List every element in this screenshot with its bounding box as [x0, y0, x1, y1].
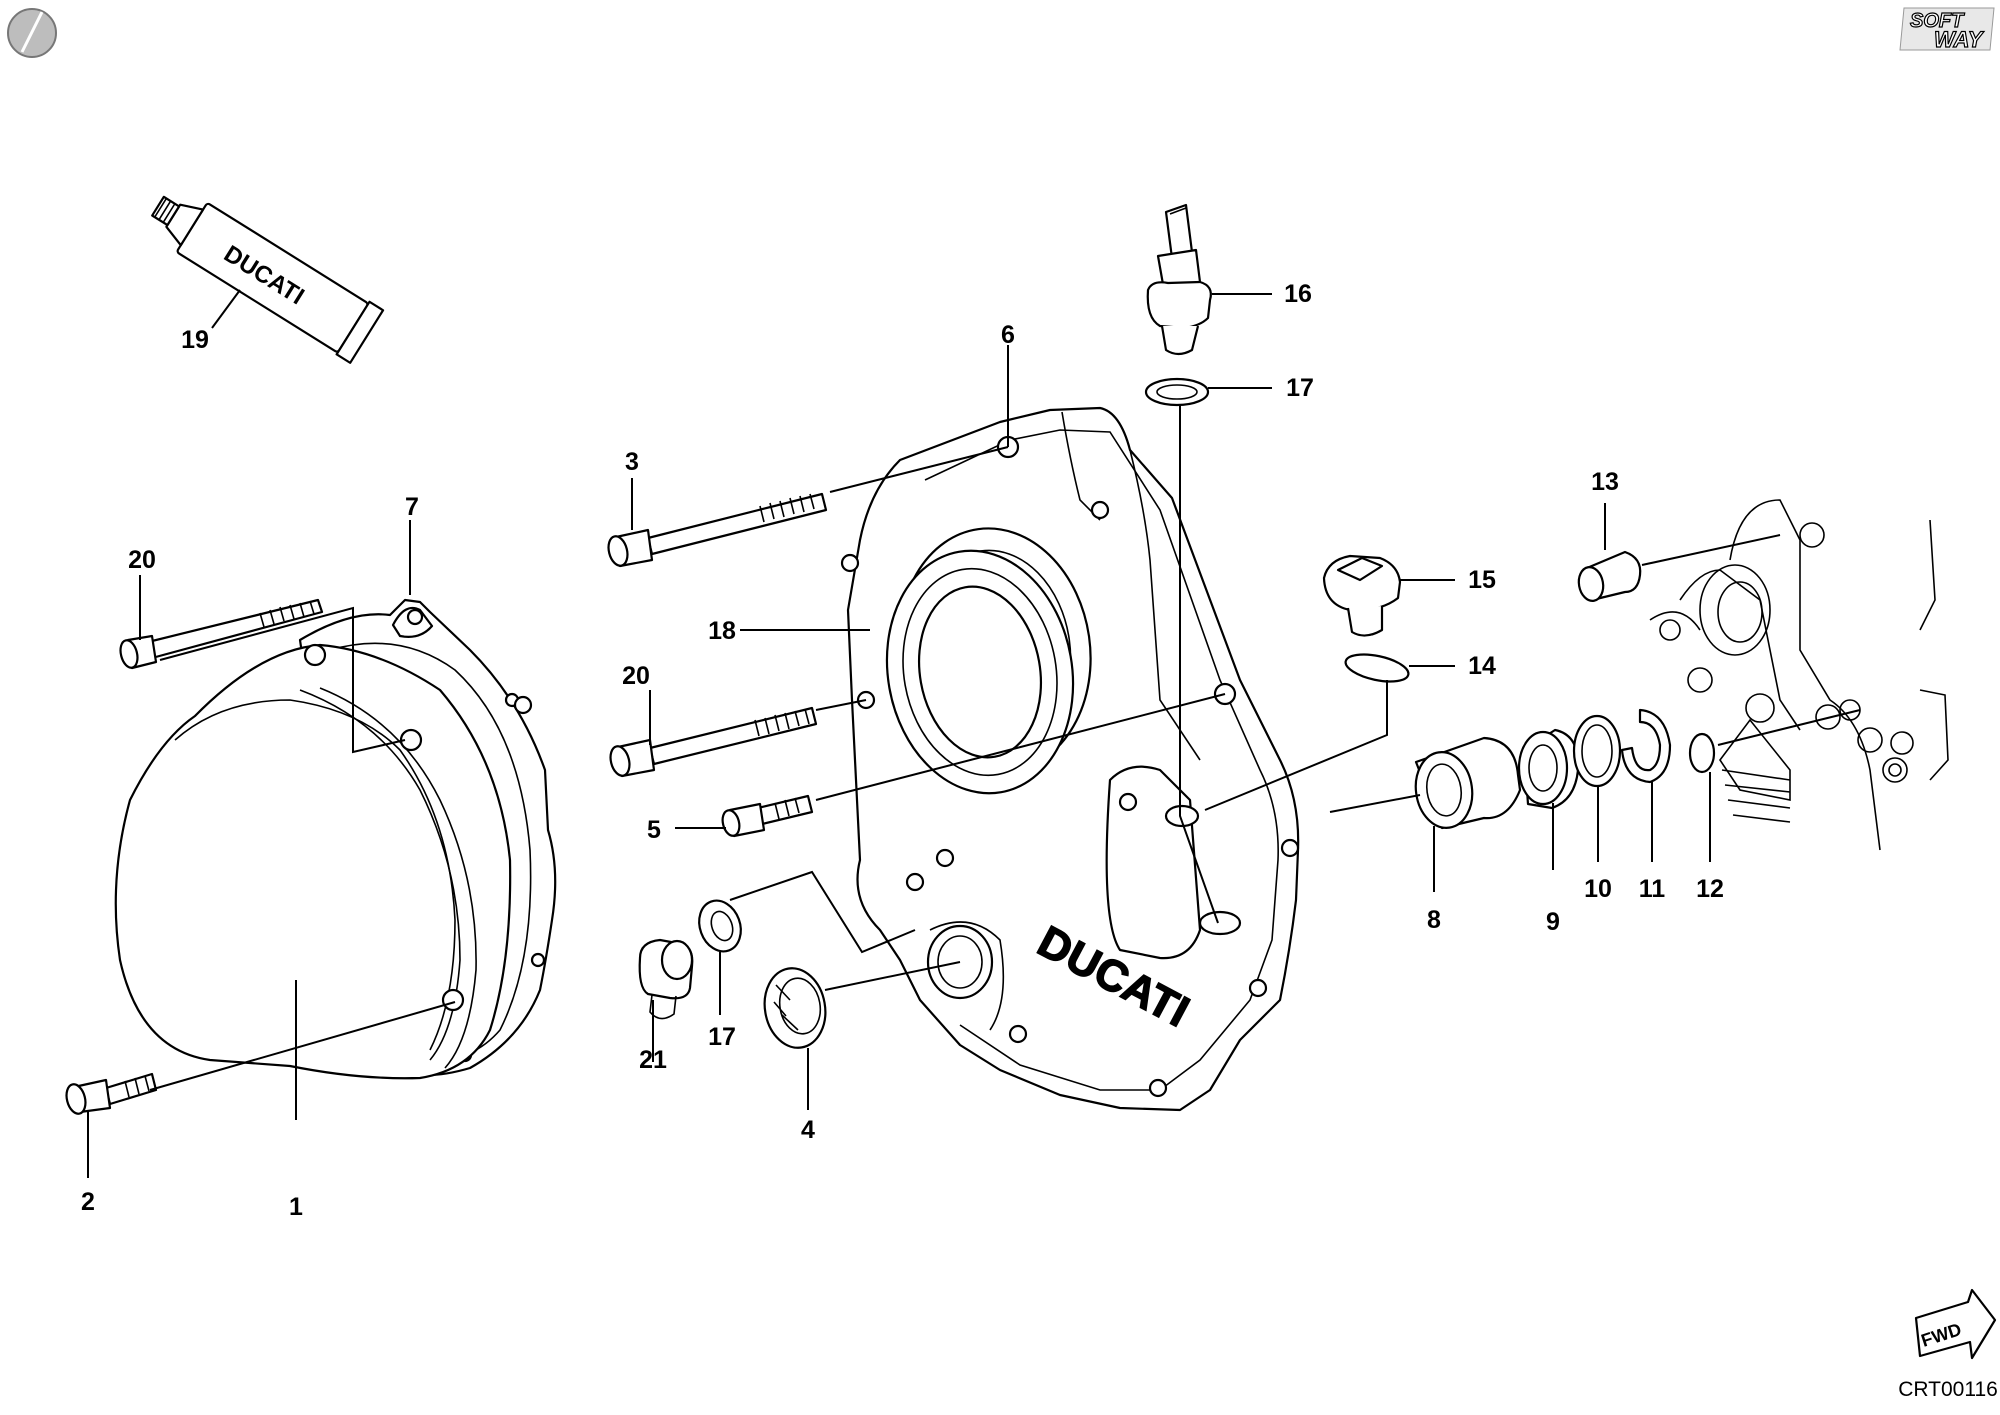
part-8-bushing	[1414, 736, 1522, 830]
logo-line2: WAY	[1934, 27, 1985, 52]
part-17-washer-lower	[698, 899, 742, 953]
callout-4: 4	[801, 1116, 815, 1144]
part-6-side-cover: DUCATI	[840, 406, 1300, 1112]
part-9-seal-ring	[1517, 728, 1580, 810]
callout-19: 19	[181, 326, 209, 354]
part-5-short-bolt	[721, 794, 814, 838]
part-10-ring	[1572, 714, 1622, 788]
callout-13: 13	[1591, 468, 1619, 496]
part-14-o-ring	[1344, 653, 1410, 683]
callout-labels: 1 2 3 4 5 6 7 8 9 10 11 12 13 14 15 16 1…	[81, 280, 1724, 1221]
part-18-oil-seal	[885, 549, 1075, 795]
forward-direction-icon: FWD	[1914, 1288, 1997, 1360]
part-20-long-bolt-center	[609, 706, 818, 778]
callout-12: 12	[1696, 875, 1724, 903]
callout-16: 16	[1284, 280, 1312, 308]
corner-seal-icon	[7, 8, 57, 58]
part-19-grease-tube: DUCATI	[151, 195, 385, 364]
callout-11: 11	[1639, 875, 1666, 903]
callout-21: 21	[639, 1046, 667, 1074]
part-4-shaft-seal	[763, 967, 827, 1049]
callout-10: 10	[1584, 875, 1612, 903]
callout-17-upper: 17	[1286, 374, 1314, 402]
softway-logo: SOFT WAY	[1899, 7, 1995, 53]
part-11-circlip	[1620, 708, 1672, 784]
part-20-long-bolt-left	[119, 598, 324, 670]
part-17-washer-upper	[1144, 377, 1210, 407]
callout-2: 2	[81, 1188, 95, 1216]
callout-3: 3	[625, 448, 639, 476]
drawing-code: CRT00116	[1898, 1378, 1998, 1401]
callout-14: 14	[1468, 652, 1496, 680]
logo-line1: SOFT	[1910, 10, 1965, 32]
callout-9: 9	[1546, 908, 1560, 936]
callout-20-left: 20	[128, 546, 156, 574]
callout-15: 15	[1468, 566, 1496, 594]
callout-20-center: 20	[622, 662, 650, 690]
callout-8: 8	[1427, 906, 1441, 934]
leader-lines	[87, 289, 1861, 1178]
part-16-temperature-sensor	[1146, 203, 1212, 356]
part-1-clutch-cover	[114, 643, 533, 1080]
part-3-long-bolt	[607, 492, 828, 568]
callout-7: 7	[405, 493, 419, 521]
callout-6: 6	[1001, 321, 1015, 349]
crankcase-fragment	[1649, 499, 1949, 851]
part-15-oil-filler-plug	[1322, 554, 1402, 637]
callout-1: 1	[289, 1193, 303, 1221]
callout-17-lower: 17	[708, 1023, 736, 1051]
callout-18: 18	[708, 617, 736, 645]
part-2-short-bolt	[65, 1072, 158, 1115]
part-21-drain-plug	[638, 938, 694, 1020]
part-13-dowel-pin	[1577, 550, 1642, 602]
part-12-o-ring	[1688, 732, 1716, 774]
callout-5: 5	[647, 816, 661, 844]
